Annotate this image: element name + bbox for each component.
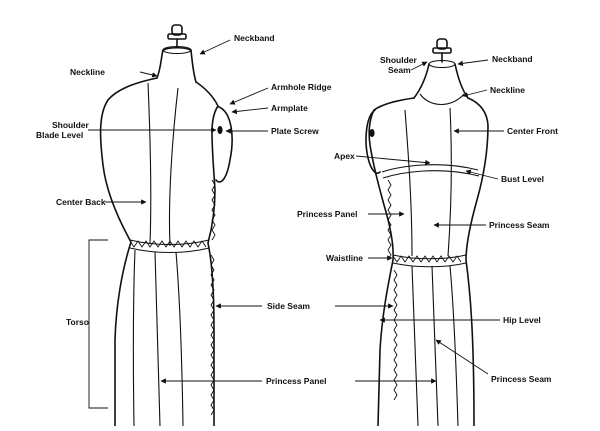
label-armhole-ridge: Armhole Ridge	[271, 82, 332, 92]
label-armplate: Armplate	[271, 103, 308, 113]
back-neck	[156, 46, 197, 83]
label-waistline: Waistline	[326, 253, 363, 263]
label-hip-level: Hip Level	[503, 315, 541, 325]
label-torso: Torso	[66, 317, 89, 327]
leader-lines	[88, 39, 504, 409]
back-knob	[167, 24, 187, 48]
label-center-back: Center Back	[56, 197, 106, 207]
label-neckband-back: Neckband	[234, 33, 275, 43]
label-shoulder-seam-1: Shoulder	[380, 55, 418, 65]
back-torso-outline	[99, 77, 158, 427]
front-bust-band	[381, 164, 479, 173]
label-shoulder-blade-2: Blade Level	[36, 130, 83, 140]
label-shoulder-blade-1: Shoulder	[52, 120, 90, 130]
label-princess-panel-bottom: Princess Panel	[266, 376, 326, 386]
labels: Neckband Neckline Armhole Ridge Armplate…	[36, 33, 558, 386]
label-apex: Apex	[334, 151, 355, 161]
back-view-form	[99, 24, 233, 427]
front-knob	[432, 38, 452, 63]
label-neckline-back: Neckline	[70, 67, 105, 77]
label-princess-panel-mid: Princess Panel	[297, 209, 357, 219]
back-plate-screw	[217, 126, 223, 134]
back-armplate	[215, 106, 233, 183]
label-neckband-front: Neckband	[492, 54, 533, 64]
label-shoulder-seam-2: Seam	[388, 65, 411, 75]
label-princess-seam-lower: Princess Seam	[491, 374, 552, 384]
front-neck	[413, 63, 469, 99]
front-armplate	[365, 109, 381, 174]
label-neckline-front: Neckline	[490, 85, 525, 95]
front-view-form	[365, 38, 489, 427]
label-princess-seam-upper: Princess Seam	[489, 220, 550, 230]
label-bust-level: Bust Level	[501, 174, 544, 184]
front-plate-screw	[369, 129, 375, 137]
label-center-front: Center Front	[507, 126, 558, 136]
label-plate-screw: Plate Screw	[271, 126, 319, 136]
label-side-seam: Side Seam	[267, 301, 310, 311]
